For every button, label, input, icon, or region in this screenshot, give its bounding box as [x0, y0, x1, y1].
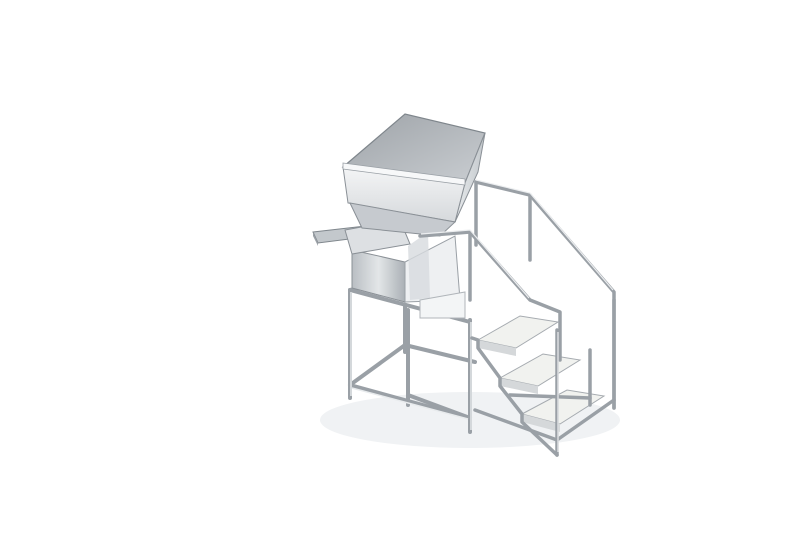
hopper	[341, 113, 486, 237]
dosing-unit	[351, 232, 466, 319]
stand-frame	[348, 274, 477, 434]
stair-tread	[478, 340, 516, 356]
stairs	[476, 315, 606, 432]
stair-tread	[522, 414, 560, 432]
stair-handrails	[418, 180, 616, 457]
stair-tread	[500, 378, 538, 394]
